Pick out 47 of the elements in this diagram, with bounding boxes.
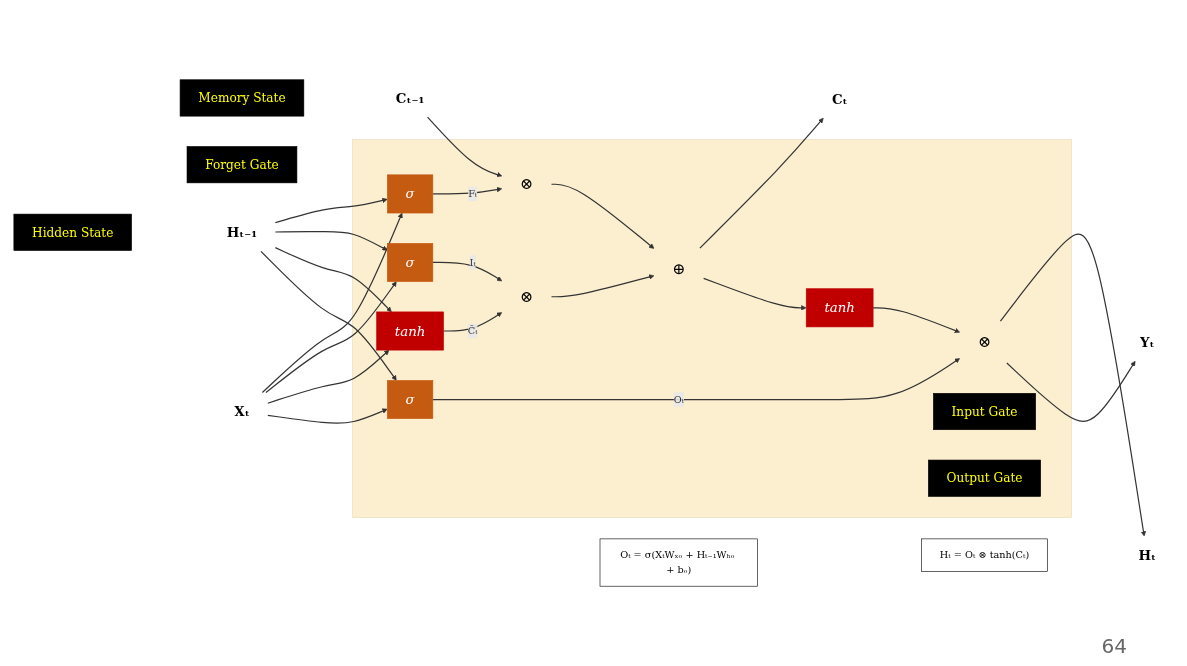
- node-box: σ: [386, 175, 433, 214]
- node-box: Hidden State: [13, 214, 132, 252]
- node-box: Forget Gate: [186, 146, 297, 184]
- node-box: Output Gate: [927, 460, 1041, 498]
- arrow: [1005, 361, 1135, 423]
- arrow: [442, 312, 502, 333]
- arrow: [264, 281, 397, 394]
- node-text: Cₜ₋₁: [395, 90, 424, 107]
- arrow: [550, 184, 654, 250]
- arrow: [999, 233, 1146, 537]
- node-box: Hₜ = Oₜ ⊗ tanh(Cₜ): [920, 539, 1048, 573]
- arrow: [274, 247, 392, 313]
- arrow: [431, 262, 502, 282]
- node-text: Yₜ: [1139, 334, 1154, 351]
- edge-label: Iₜ: [469, 256, 476, 269]
- node-box: Input Gate: [932, 393, 1036, 431]
- arrow: [261, 213, 403, 394]
- arrow: [266, 350, 389, 405]
- arrow: [259, 251, 397, 382]
- cluster: [351, 139, 1072, 519]
- arrow: [274, 231, 388, 251]
- node-box: σ: [386, 380, 433, 420]
- arrow: [431, 358, 960, 401]
- node-text: Hₜ: [1137, 547, 1156, 564]
- node-box: σ: [386, 243, 433, 283]
- arrow: [702, 278, 806, 311]
- arrow: [872, 307, 960, 334]
- node-text: ⊗: [519, 287, 533, 306]
- node-box: Memory State: [179, 79, 304, 117]
- arrow: [698, 118, 824, 250]
- node-box: tanh: [375, 312, 444, 351]
- arrow: [266, 409, 388, 425]
- arrow: [550, 274, 654, 298]
- node-box: tanh: [805, 288, 873, 328]
- node-text: ⊕: [671, 260, 685, 279]
- node-text: Cₜ: [831, 91, 847, 108]
- edge-label: Oₜ: [673, 393, 684, 406]
- page-number: 64: [1101, 634, 1127, 658]
- node-text: Hₜ₋₁: [226, 224, 257, 241]
- node-box: Oₜ = σ(XₜWₓₒ + Hₜ₋₁Wₕₒ + bₒ): [599, 539, 758, 587]
- node-text: ⊗: [519, 175, 533, 194]
- node-text: ⊗: [977, 333, 991, 352]
- arrow: [274, 198, 388, 224]
- edge-label: Fₜ: [467, 188, 477, 200]
- edge-label: C̃ₜ: [467, 325, 478, 337]
- arrow: [426, 116, 502, 178]
- node-text: Xₜ: [233, 403, 250, 420]
